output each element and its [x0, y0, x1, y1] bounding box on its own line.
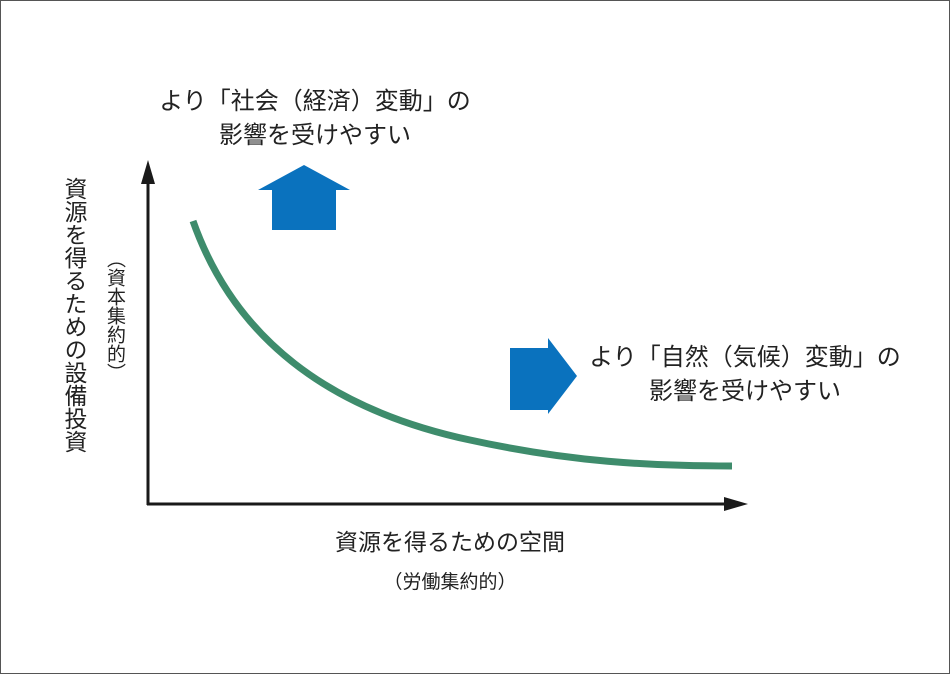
annotation-nature-line2: 影響を受けやすい — [649, 377, 841, 405]
tradeoff-curve — [189, 219, 733, 470]
annotation-social-line2: 影響を受けやすい — [219, 121, 411, 149]
x-axis-arrowhead — [724, 497, 748, 511]
annotation-social-change: より「社会（経済）変動」の 影響を受けやすい — [120, 84, 510, 152]
x-axis-subtitle: （労働集約的） — [383, 571, 517, 593]
annotation-natural-change: より「自然（気候）変動」の 影響を受けやすい — [560, 340, 930, 408]
up-block-arrow-icon — [258, 165, 350, 230]
x-axis-title: 資源を得るための空間 — [335, 530, 565, 556]
y-axis-title: 資源を得るための設備投資 — [60, 177, 86, 453]
annotation-social-line1: より「社会（経済）変動」の — [159, 87, 471, 115]
annotation-nature-line1: より「自然（気候）変動」の — [589, 343, 901, 371]
y-axis-subtitle: （資本集約的） — [104, 248, 126, 382]
y-axis-arrowhead — [141, 160, 155, 184]
right-block-arrow-icon — [510, 338, 577, 414]
